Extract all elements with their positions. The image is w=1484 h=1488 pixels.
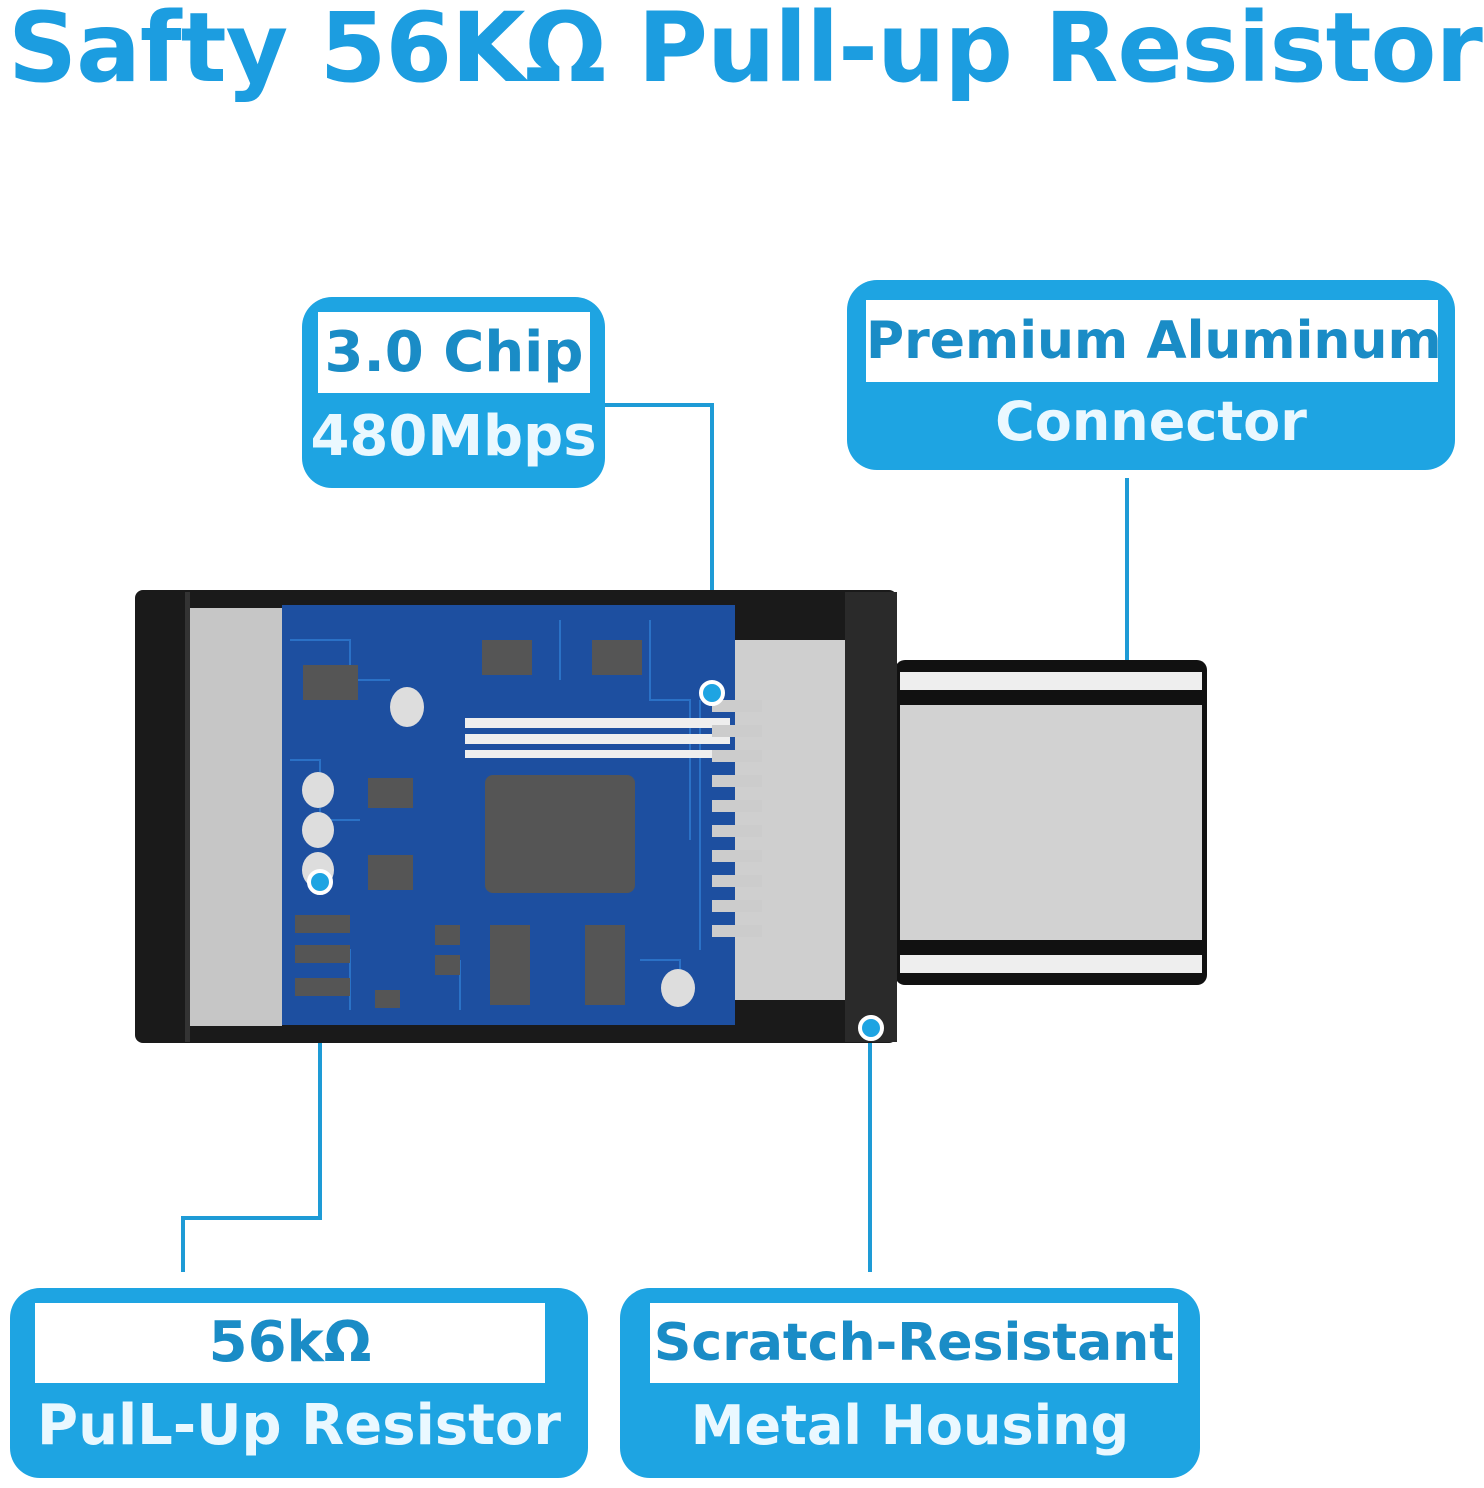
resistor-callout-subtitle: PulL-Up Resistor — [37, 1393, 561, 1458]
resistor-callout: 56kΩ PulL-Up Resistor — [10, 1288, 588, 1478]
connector-callout: Premium Aluminum Connector — [847, 280, 1455, 470]
housing-marker-dot — [858, 1015, 884, 1041]
chip-callout-title: 3.0 Chip — [318, 312, 590, 393]
usb-c-plug — [895, 660, 1207, 985]
pcb-board — [282, 605, 762, 1025]
chip-callout: 3.0 Chip 480Mbps — [302, 297, 605, 488]
resistor-callout-title: 56kΩ — [35, 1303, 545, 1383]
resistor-marker-dot — [307, 869, 333, 895]
contact-pins — [712, 700, 762, 937]
page-title: Safty 56KΩ Pull-up Resistor — [8, 0, 1483, 104]
housing-callout-subtitle: Metal Housing — [690, 1394, 1130, 1457]
resistor-leader-line — [181, 885, 322, 1272]
chip-marker-dot — [699, 680, 725, 706]
chip-callout-subtitle: 480Mbps — [310, 404, 597, 469]
connector-callout-title: Premium Aluminum — [866, 300, 1442, 382]
connector-callout-subtitle: Connector — [995, 390, 1307, 453]
housing-callout: Scratch-Resistant Metal Housing — [620, 1288, 1200, 1478]
housing-callout-title: Scratch-Resistant — [650, 1303, 1178, 1383]
